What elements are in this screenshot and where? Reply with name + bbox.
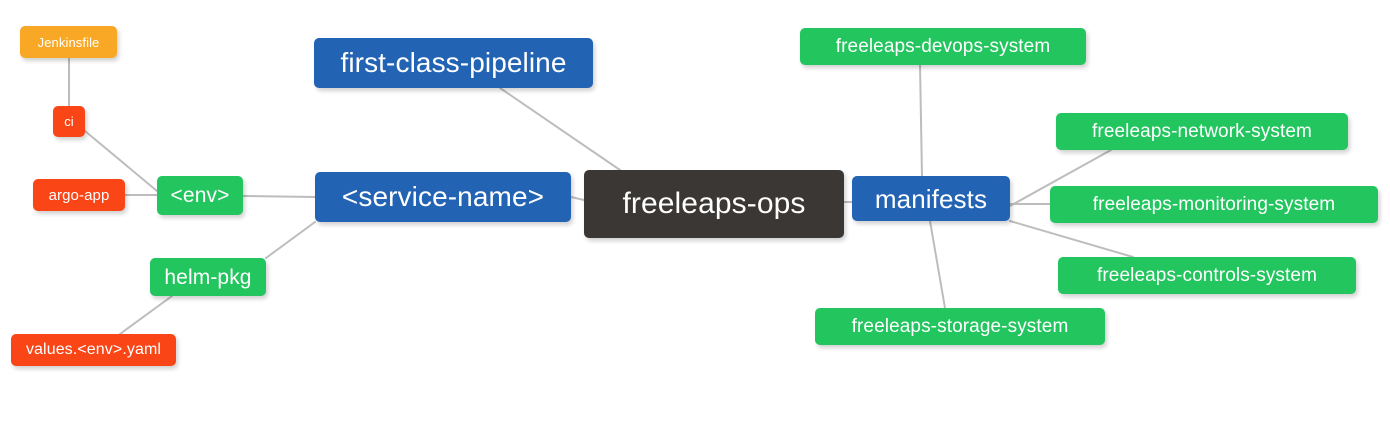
- node-helm-pkg[interactable]: helm-pkg: [150, 258, 266, 296]
- node-freeleaps-devops-system[interactable]: freeleaps-devops-system: [800, 28, 1086, 65]
- node-freeleaps-storage-system[interactable]: freeleaps-storage-system: [815, 308, 1105, 345]
- edge-manifests-to-freeleaps-controls-system: [1009, 220, 1134, 258]
- edge-service-name-to-freeleaps-ops: [570, 196, 585, 201]
- node-values-yaml[interactable]: values.<env>.yaml: [11, 334, 176, 366]
- edge-service-name-to-helm-pkg: [265, 221, 316, 259]
- node-service-name[interactable]: <service-name>: [315, 172, 571, 222]
- node-freeleaps-network-system[interactable]: freeleaps-network-system: [1056, 113, 1348, 150]
- node-first-class-pipeline[interactable]: first-class-pipeline: [314, 38, 593, 88]
- node-argo-app[interactable]: argo-app: [33, 179, 125, 211]
- edge-helm-pkg-to-values-yaml: [119, 295, 173, 335]
- node-freeleaps-controls-system[interactable]: freeleaps-controls-system: [1058, 257, 1356, 294]
- node-jenkinsfile[interactable]: Jenkinsfile: [20, 26, 117, 58]
- edge-env-to-service-name: [242, 195, 316, 198]
- node-env[interactable]: <env>: [157, 176, 243, 215]
- edge-manifests-to-freeleaps-storage-system: [929, 220, 946, 309]
- edge-first-class-pipeline-to-freeleaps-ops: [499, 87, 621, 171]
- node-freeleaps-monitoring-system[interactable]: freeleaps-monitoring-system: [1050, 186, 1378, 223]
- edge-manifests-to-freeleaps-devops-system: [919, 64, 923, 177]
- node-ci[interactable]: ci: [53, 106, 85, 137]
- node-manifests[interactable]: manifests: [852, 176, 1010, 221]
- node-freeleaps-ops[interactable]: freeleaps-ops: [584, 170, 844, 238]
